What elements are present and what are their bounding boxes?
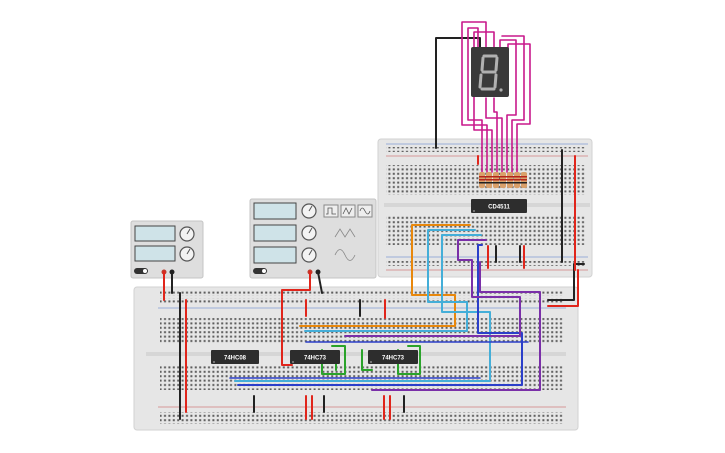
square-wave-button[interactable] [323, 204, 339, 218]
resistor-array[interactable] [479, 172, 527, 188]
triangle-wave-button[interactable] [340, 204, 356, 218]
chip-74hc08[interactable]: 74HC08 [211, 350, 259, 364]
wires[interactable] [163, 21, 585, 420]
seven-segment-display[interactable] [471, 47, 509, 97]
power-supply[interactable] [130, 220, 204, 279]
chip-label: 74HC73 [382, 356, 405, 362]
chip-label: 74HC08 [224, 356, 247, 362]
chip-cd4511[interactable]: CD4511 [471, 199, 527, 213]
chip-74hc73-a[interactable]: 74HC73 [290, 350, 340, 364]
main-breadboard[interactable] [133, 286, 579, 431]
chip-label: 74HC73 [304, 356, 327, 362]
chip-label: CD4511 [488, 205, 510, 211]
chip-74hc73-b[interactable]: 74HC73 [368, 350, 418, 364]
function-generator[interactable] [249, 198, 377, 279]
